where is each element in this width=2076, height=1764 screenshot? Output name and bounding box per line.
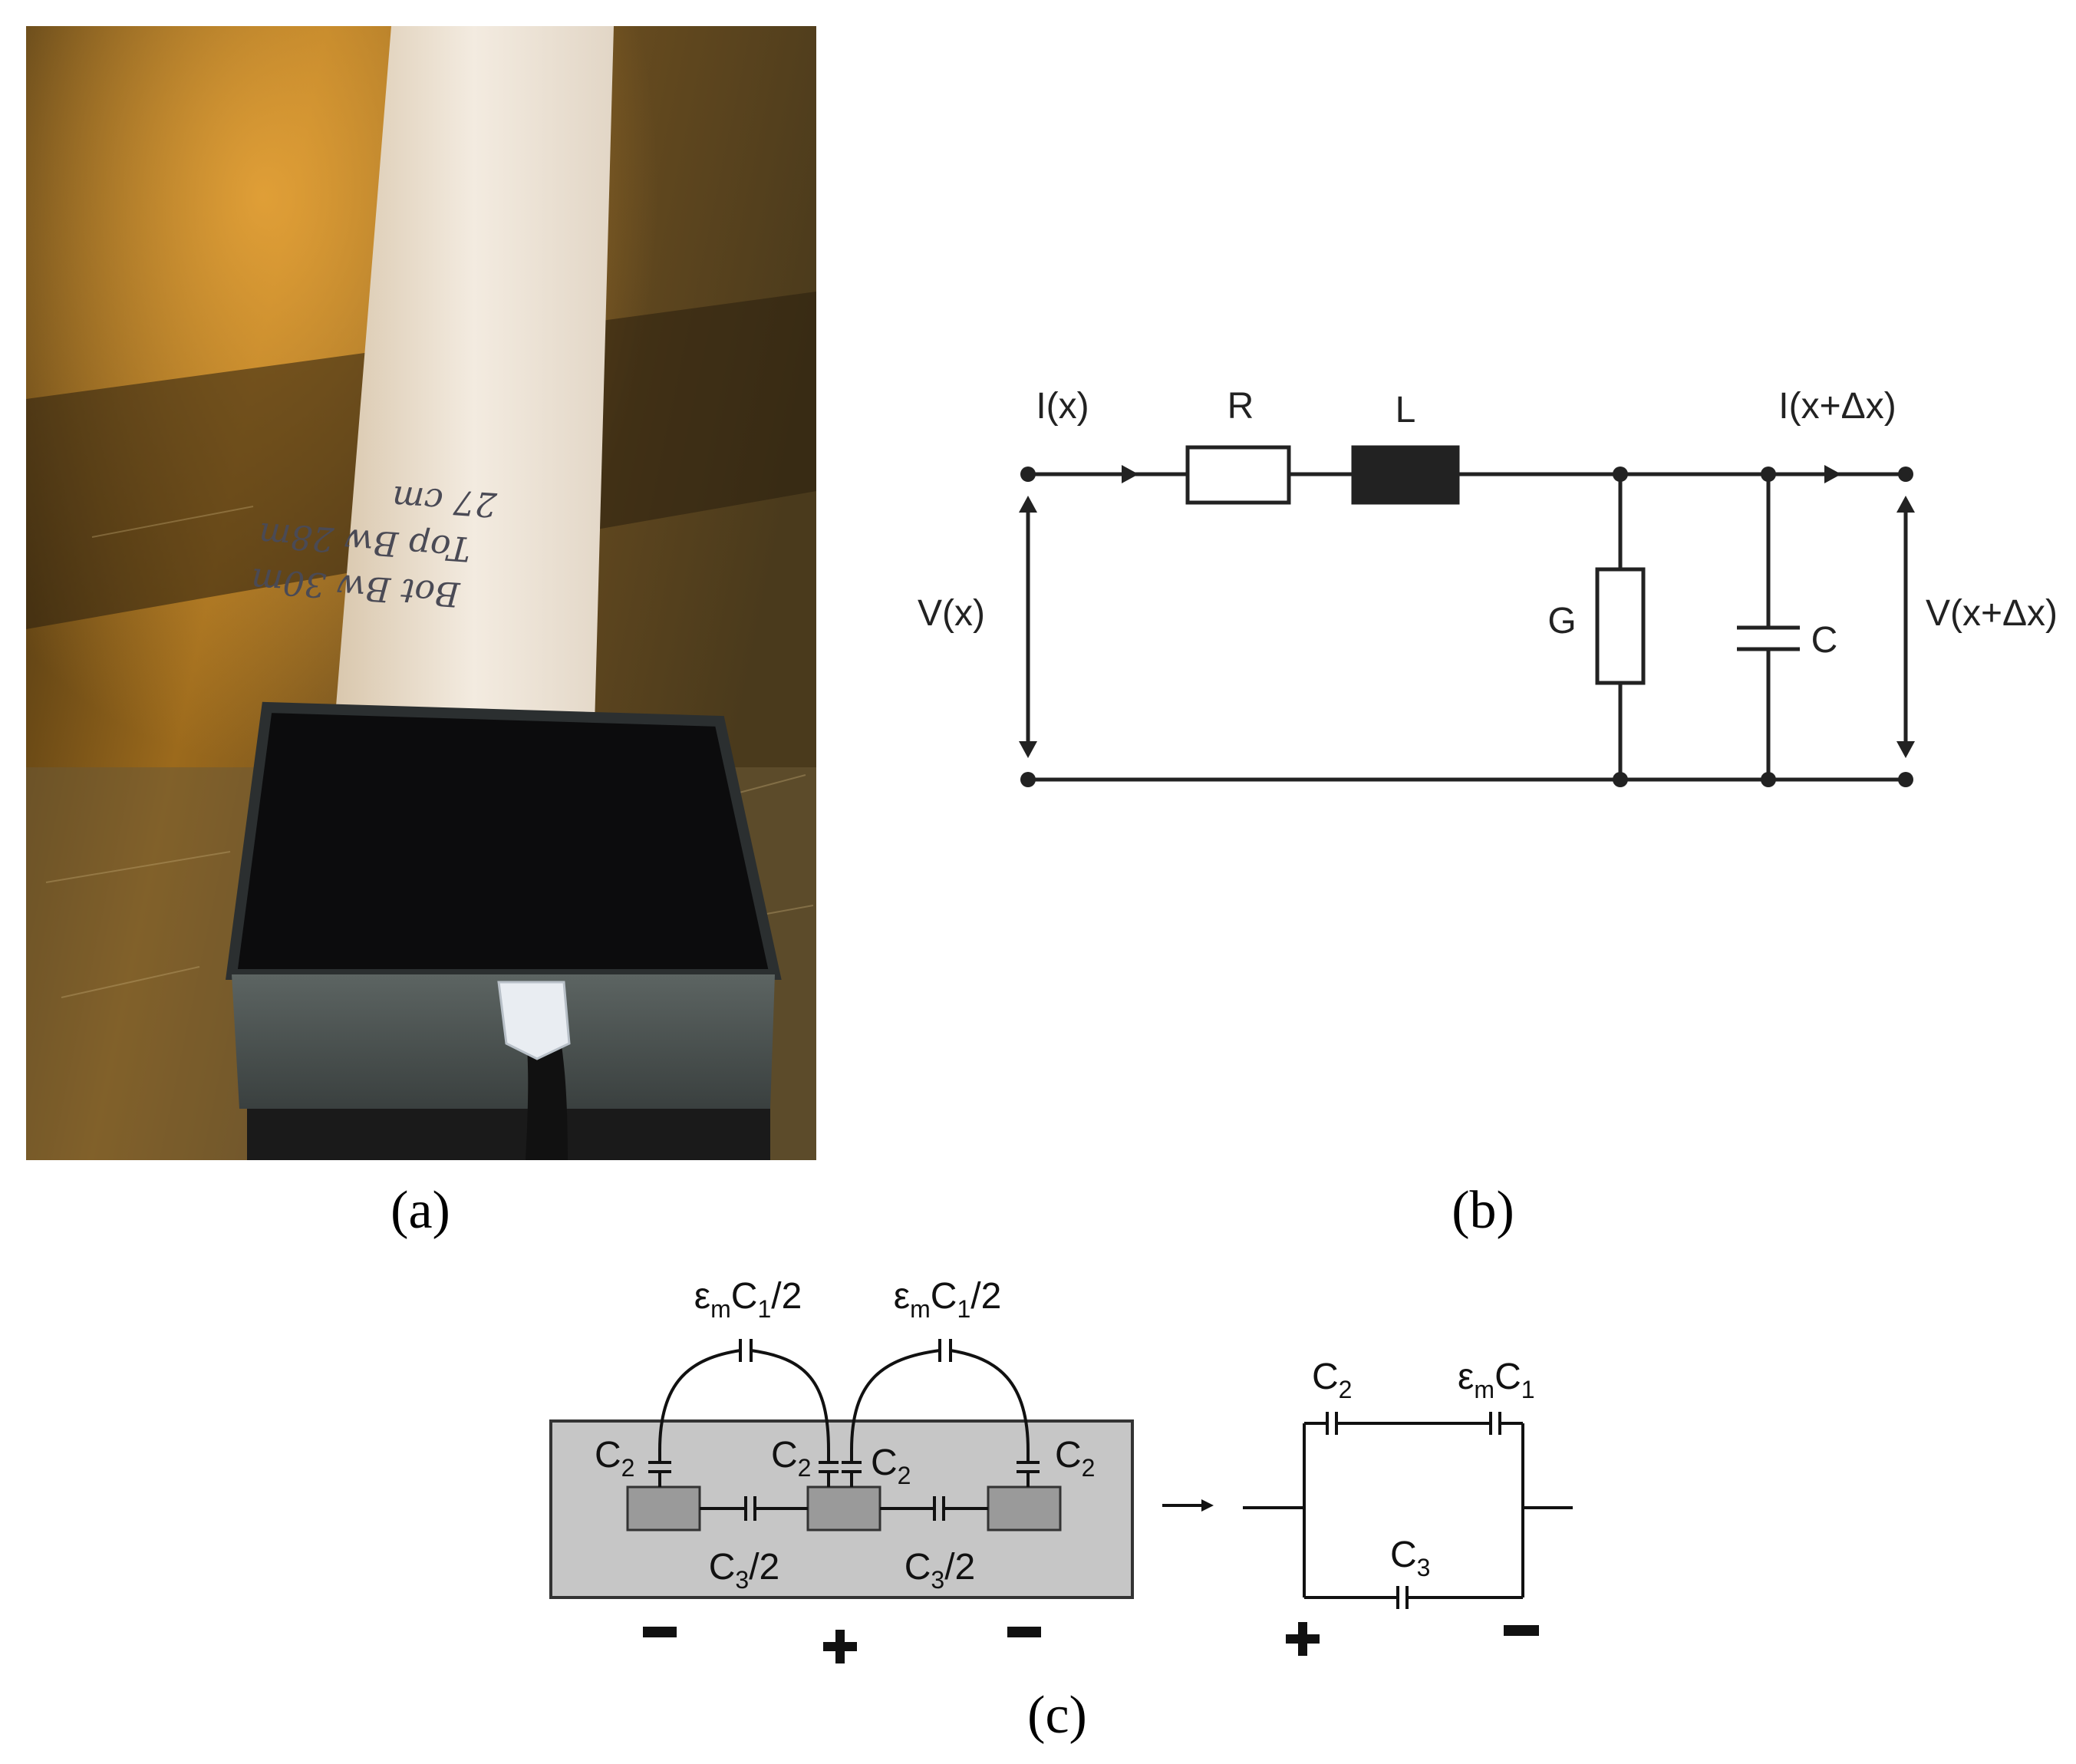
label-eq-c2: C2 [1312,1357,1352,1403]
label-inductor: L [1396,390,1416,430]
node-bottom-g [1613,772,1628,787]
arrow-head [1201,1499,1214,1512]
inductor-l [1351,445,1460,505]
photo-tape [497,981,571,1060]
label-c3-half-left: C3/2 [709,1547,780,1594]
handwriting-line-3: 27 cm [390,478,499,524]
conductance-g [1595,567,1646,685]
electrode-right [987,1485,1062,1532]
label-conductance: G [1547,601,1576,641]
label-em-c1-half-right: εmC1/2 [894,1276,1002,1323]
label-voltage-in: V(x) [918,593,985,634]
photo-box-front [232,974,775,1109]
panel-c-left-polarity [643,1627,1041,1663]
current-out-arrowhead [1824,465,1841,483]
panel-b-circuit [1026,445,1908,782]
node-top-left [1020,467,1036,482]
label-current-in: I(x) [1036,386,1089,427]
current-in-arrowhead [1122,465,1139,483]
polarity-left-minus [643,1627,677,1637]
photo-box-base [247,1105,770,1160]
panel-c-right-polarity [1286,1622,1539,1656]
eq-polarity-plus-v [1298,1622,1307,1656]
node-bottom-left [1020,772,1036,787]
panel-c-arrow [1162,1499,1214,1512]
caption-c: (c) [1027,1686,1087,1745]
label-em-c1-half-left: εmC1/2 [694,1276,802,1323]
panel-c-left: εmC1/2 εmC1/2 C2 C2 C2 C2 C3/2 C3/2 - [549,1276,1134,1663]
label-c2-right: C2 [1055,1435,1095,1482]
label-resistor: R [1227,386,1254,427]
arc-right [850,1349,1030,1451]
label-c2-center-right: C2 [871,1443,911,1489]
photo-handwriting: Bot Bw 30m Top Bw 28m 27 cm [250,478,499,614]
panel-c-left-labels: εmC1/2 εmC1/2 C2 C2 C2 C2 C3/2 C3/2 [595,1276,1095,1594]
photo-paper-strip [334,26,614,725]
node-top-c [1761,467,1776,482]
label-eq-em-c1: εmC1 [1458,1357,1535,1403]
label-capacitor: C [1811,620,1838,661]
v-out-arrowhead-down [1896,741,1915,758]
resistor-r [1185,445,1291,505]
panel-b-labels: I(x) R L I(x+Δx) V(x) G C V(x+Δx) [918,386,2058,661]
polarity-center-plus-v [835,1630,845,1663]
node-bottom-c [1761,772,1776,787]
v-in-arrowhead-down [1019,741,1037,758]
electrode-center [806,1485,881,1532]
eq-polarity-minus [1504,1625,1539,1636]
caption-a: (a) [390,1181,450,1240]
label-c2-left: C2 [595,1435,634,1482]
caption-b: (b) [1452,1181,1514,1240]
label-c2-center-left: C2 [771,1435,811,1482]
photo-box-interior [232,707,775,974]
panel-c-right-labels: C2 εmC1 C3 [1312,1357,1535,1581]
v-in-arrowhead-up [1019,496,1037,513]
electrode-left [626,1485,701,1532]
panel-b-fills [1019,465,1915,787]
arc-left [658,1349,830,1451]
polarity-right-minus [1007,1627,1041,1637]
node-top-g [1613,467,1628,482]
panel-a-photo: Bot Bw 30m Top Bw 28m 27 cm [26,26,816,1160]
label-eq-c3: C3 [1390,1535,1430,1581]
panel-c-right [1243,1412,1573,1609]
node-top-right [1898,467,1913,482]
node-bottom-right [1898,772,1913,787]
label-current-out: I(x+Δx) [1778,386,1896,427]
label-voltage-out: V(x+Δx) [1926,593,2058,634]
v-out-arrowhead-up [1896,496,1915,513]
label-c3-half-right: C3/2 [905,1547,976,1594]
